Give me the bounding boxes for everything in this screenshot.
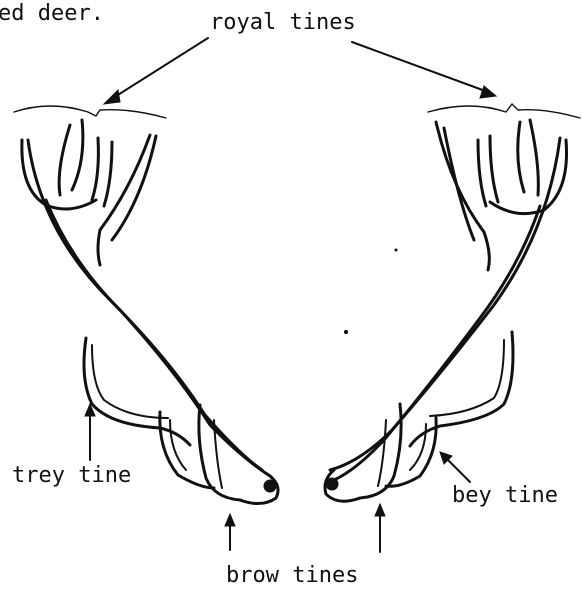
right-antler [325, 104, 580, 501]
royal-tines-arrowhead-right [480, 86, 496, 98]
right-royal-tine-2b [478, 140, 486, 206]
pointer-arrows [85, 38, 496, 552]
left-royal-tine-2 [92, 138, 98, 200]
brow-tines-arrowhead-right [375, 504, 385, 516]
left-skull-arc [14, 106, 166, 118]
right-skull-arc [428, 104, 580, 118]
right-brow-tine-1b [410, 424, 426, 470]
brow-tines-arrowhead-left [225, 514, 235, 526]
royal-tines-arrow-left [110, 38, 208, 100]
caption-fragment: ed deer. [0, 3, 104, 25]
right-royal-tine-3 [436, 122, 489, 270]
right-brow-tine-2b [378, 420, 386, 486]
trey-tine-label: trey tine [12, 465, 131, 487]
right-royal-tine-1 [530, 120, 538, 195]
royal-tines-arrowhead-left [104, 90, 120, 104]
bey-tine-label: bey tine [452, 485, 558, 507]
royal-tines-arrow-right [352, 42, 488, 92]
left-beam-outer [28, 140, 262, 470]
left-beam-inner [46, 200, 270, 476]
speck [344, 330, 347, 333]
left-royal-tine-1b [72, 120, 83, 190]
right-royal-tine-2 [490, 136, 498, 202]
speck [395, 249, 397, 251]
left-royal-tine-3b [112, 136, 156, 240]
right-bey-tine-inner [430, 340, 504, 416]
left-royal-tine-1 [59, 125, 70, 195]
right-beam-outer [330, 138, 560, 470]
left-brow-tine-1b [170, 420, 186, 470]
right-royal-base [490, 140, 567, 214]
right-beam-inner [334, 206, 540, 480]
left-trey-tine-inner [92, 345, 168, 418]
left-royal-tine-2b [104, 142, 112, 206]
right-burr-knob [326, 478, 338, 490]
right-royal-tine-1b [518, 122, 524, 192]
royal-tines-label: royal tines [210, 12, 356, 34]
left-burr-knob [264, 480, 276, 492]
left-antler [14, 106, 278, 504]
right-royal-tine-3b [444, 128, 474, 240]
brow-tines-label: brow tines [226, 565, 358, 587]
